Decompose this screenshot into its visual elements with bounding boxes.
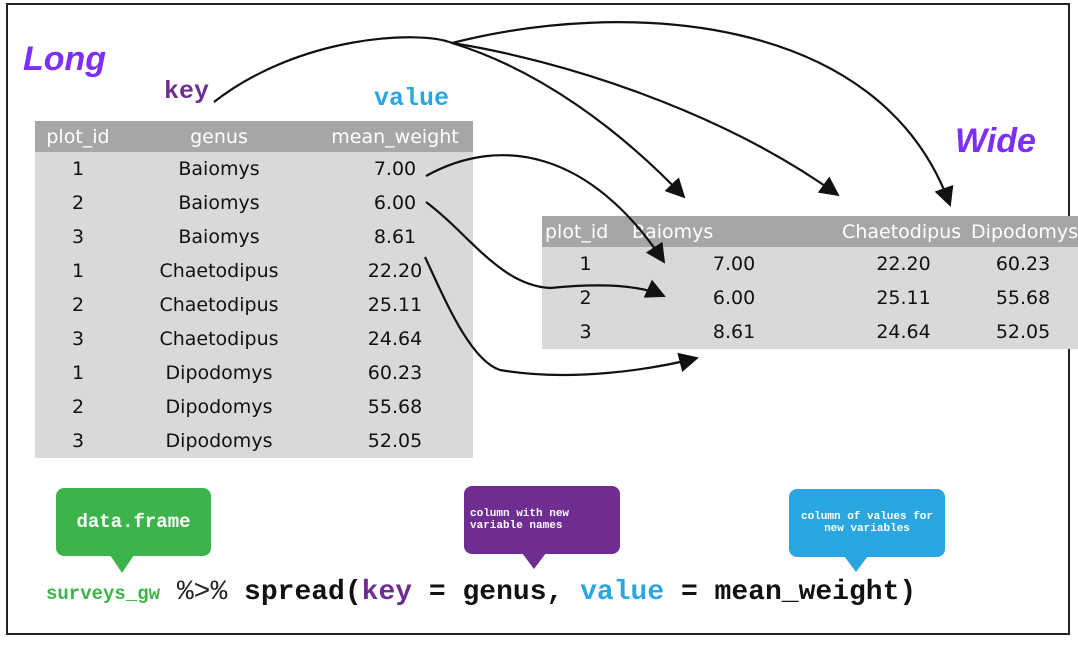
wide-table-cell: 8.61: [712, 321, 756, 343]
long-table-row: 1 Baiomys 7.00: [35, 152, 473, 186]
long-table-cell: Dipodomys: [165, 362, 273, 384]
long-table-cell: Chaetodipus: [159, 328, 279, 350]
long-table-cell: Baiomys: [178, 158, 260, 180]
data-frame-bubble-tail: [110, 555, 134, 573]
value-note-bubble: column of values for new variables: [789, 489, 945, 557]
arrow-value-1: [425, 154, 666, 264]
wide-table-cell: 60.23: [995, 253, 1051, 275]
long-header-plot-id: plot_id: [35, 121, 121, 152]
long-table-cell: Baiomys: [178, 192, 260, 214]
code-line: surveys_gw %>% spread(key = genus, value…: [46, 579, 916, 607]
key-note-bubble-tail: [522, 553, 546, 569]
long-table-cell: Chaetodipus: [159, 294, 279, 316]
arrow-key-to-baiomys: [213, 36, 686, 199]
wide-table-row: 2 6.00 25.11 55.68: [542, 281, 1078, 315]
value-label: value: [374, 84, 450, 113]
long-table-cell: 25.11: [367, 294, 423, 316]
code-key-arg: = genus,: [412, 577, 581, 608]
long-table-cell: Chaetodipus: [159, 260, 279, 282]
long-table-cell: 24.64: [367, 328, 423, 350]
wide-header-plot-id: plot_id: [542, 216, 630, 247]
wide-table-cell: 7.00: [712, 253, 756, 275]
long-table-cell: 2: [71, 396, 85, 418]
long-heading: Long: [23, 40, 107, 78]
long-header-mean-weight: mean_weight: [317, 121, 473, 152]
long-table-cell: 3: [71, 328, 85, 350]
code-function: spread(: [244, 577, 362, 608]
wide-table-cell: 22.20: [876, 253, 931, 275]
long-table-row: 1 Dipodomys 60.23: [35, 356, 473, 390]
arrow-value-2: [425, 201, 666, 298]
wide-table-cell: 24.64: [876, 321, 931, 343]
long-table-cell: 8.61: [373, 226, 417, 248]
key-label: key: [164, 77, 210, 106]
long-table-row: 1 Chaetodipus 22.20: [35, 254, 473, 288]
code-value-kw: value: [580, 577, 665, 608]
code-key-kw: key: [361, 577, 413, 608]
code-dataframe: surveys_gw: [46, 583, 161, 605]
wide-table-cell: 6.00: [712, 287, 756, 309]
long-table-cell: Dipodomys: [165, 396, 273, 418]
long-table-row: 2 Dipodomys 55.68: [35, 390, 473, 424]
long-table-cell: 2: [71, 192, 85, 214]
long-table-cell: 52.05: [367, 430, 423, 452]
arrow-key-to-dipodomys: [451, 21, 954, 207]
arrow-key-to-chaetodipus: [451, 41, 840, 197]
long-table-row: 2 Chaetodipus 25.11: [35, 288, 473, 322]
long-table-cell: 55.68: [367, 396, 423, 418]
long-table-cell: 3: [71, 226, 85, 248]
long-table-cell: 2: [71, 294, 85, 316]
wide-header-chaetodipus: Chaetodipus: [839, 216, 969, 247]
long-table-row: 3 Dipodomys 52.05: [35, 424, 473, 458]
long-table-row: 3 Chaetodipus 24.64: [35, 322, 473, 356]
data-frame-bubble: data.frame: [56, 488, 211, 556]
arrow-value-3: [424, 256, 699, 377]
long-table-cell: 7.00: [373, 158, 417, 180]
long-table-cell: 6.00: [373, 192, 417, 214]
wide-table-row: 1 7.00 22.20 60.23: [542, 247, 1078, 281]
long-table-cell: 1: [71, 362, 85, 384]
code-value-arg: = mean_weight): [664, 577, 917, 608]
wide-table-cell: 25.11: [876, 287, 931, 309]
wide-table-cell: 52.05: [995, 321, 1051, 343]
wide-table-row: 3 8.61 24.64 52.05: [542, 315, 1078, 349]
long-table-cell: Baiomys: [178, 226, 260, 248]
wide-heading: Wide: [955, 122, 1036, 160]
wide-header-dipodomys: Dipodomys: [968, 216, 1078, 247]
long-table-cell: Dipodomys: [165, 430, 273, 452]
wide-table-cell: 2: [579, 287, 592, 309]
long-table-cell: 1: [71, 158, 85, 180]
key-note-bubble: column with new variable names: [464, 486, 620, 554]
long-table-cell: 22.20: [367, 260, 423, 282]
long-table-cell: 3: [71, 430, 85, 452]
long-table-row: 2 Baiomys 6.00: [35, 186, 473, 220]
long-header-genus: genus: [121, 121, 317, 152]
long-table-cell: 1: [71, 260, 85, 282]
wide-table-cell: 55.68: [995, 287, 1051, 309]
long-table-row: 3 Baiomys 8.61: [35, 220, 473, 254]
code-pipe: %>%: [160, 577, 245, 608]
wide-table-cell: 3: [579, 321, 592, 343]
value-note-bubble-tail: [844, 556, 868, 572]
long-table-cell: 60.23: [367, 362, 423, 384]
wide-table-cell: 1: [579, 253, 592, 275]
long-table-header: plot_id genus mean_weight: [35, 121, 473, 152]
